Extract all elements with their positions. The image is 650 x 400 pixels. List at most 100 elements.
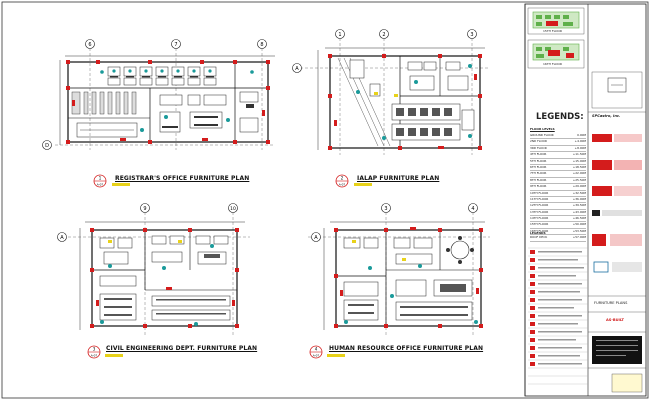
floor-name: 4TH FLOOR xyxy=(530,152,547,157)
floor-elevation: +8.00M xyxy=(574,145,586,150)
floor-level-row: 5TH FLOOR +15.00M xyxy=(530,159,586,165)
floor-elevation: +4.00M xyxy=(574,139,586,144)
floor-elevation: +36.00M xyxy=(572,196,586,201)
svg-text:2: 2 xyxy=(341,176,344,181)
floor-name: 11TH FLOOR xyxy=(530,196,549,201)
svg-text:10: 10 xyxy=(230,206,236,212)
key-plan-15th xyxy=(527,7,585,35)
floor-elevation: +39.50M xyxy=(572,203,586,208)
floor-elevation: 0.00M xyxy=(577,133,586,137)
legends-heading: LEGENDS: xyxy=(536,112,584,122)
key-plan-label-15th: 15TH FLOOR xyxy=(543,29,562,33)
grid-bubble-9: 9 xyxy=(140,203,150,213)
floor-elevation: +15.00M xyxy=(572,158,586,163)
grid-bubble-4: 4 xyxy=(468,203,478,213)
floor-elevation: +43.00M xyxy=(572,209,586,214)
grid-bubble-A: A xyxy=(311,232,321,242)
floor-level-row: 14TH FLOOR +46.50M xyxy=(530,216,586,223)
plan-ialap: 1 2 3 A xyxy=(292,29,490,155)
plan-title-registrars-office: REGISTRAR'S OFFICE FURNITURE PLAN xyxy=(115,175,250,182)
grid-bubble-A: A xyxy=(292,63,302,73)
floor-name: 13TH FLOOR xyxy=(530,209,549,214)
floor-level-row: 8TH FLOOR +25.50M xyxy=(530,177,586,185)
floor-level-row: 10TH FLOOR +32.50M xyxy=(530,191,586,197)
key-plan-16th xyxy=(527,39,585,69)
grid-bubble-1: 1 xyxy=(335,29,345,39)
floor-level-row: 2ND FLOOR +4.00M xyxy=(530,139,586,146)
floor-elevation: +53.50M xyxy=(572,228,586,233)
svg-text:D: D xyxy=(45,143,49,149)
svg-text:7: 7 xyxy=(174,42,177,48)
floor-level-row: 9TH FLOOR +29.00M xyxy=(530,184,586,191)
plan-human-resource: 3 4 A xyxy=(308,203,490,335)
floor-elevation: +25.50M xyxy=(572,177,586,182)
floor-level-row: 13TH FLOOR +43.00M xyxy=(530,209,586,217)
grid-bubble-8: 8 xyxy=(257,39,267,49)
grid-bubble-D: D xyxy=(42,140,52,150)
floor-elevation: +11.50M xyxy=(572,152,586,157)
key-plan-label-16th: 16TH FLOOR xyxy=(543,62,562,66)
svg-text:A-07: A-07 xyxy=(91,354,98,358)
grid-bubble-7: 7 xyxy=(171,39,181,49)
grid-bubble-A: A xyxy=(57,232,67,242)
floor-elevation: +57.00M xyxy=(572,235,586,240)
floor-elevation: +29.00M xyxy=(572,184,586,189)
plan-title-marker-4: 4 A-07 xyxy=(309,345,345,359)
svg-text:3: 3 xyxy=(384,206,387,212)
grid-bubble-3: 3 xyxy=(381,203,391,213)
plan-title-marker-3: 3 A-07 xyxy=(87,345,123,359)
legends-subheading: LEGENDS xyxy=(530,231,546,235)
floor-name: 3RD FLOOR xyxy=(530,145,547,150)
floor-level-row: 15TH FLOOR +50.00M xyxy=(530,222,586,229)
plan-title-civil-engineering: CIVIL ENGINEERING DEPT. FURNITURE PLAN xyxy=(106,345,258,352)
floor-elevation: +46.50M xyxy=(572,216,586,221)
firm-name: SPCastro, Inc. xyxy=(592,114,621,118)
floor-name: 6TH FLOOR xyxy=(530,164,547,169)
svg-text:A: A xyxy=(60,235,64,241)
svg-text:4: 4 xyxy=(471,206,474,212)
grid-bubble-2: 2 xyxy=(379,29,389,39)
svg-text:4: 4 xyxy=(315,347,318,352)
plan-title-ialap: IALAP FURNITURE PLAN xyxy=(357,175,440,182)
floor-name: 8TH FLOOR xyxy=(530,177,547,182)
drawing-status: AS-BUILT xyxy=(606,318,625,322)
floor-level-row: 11TH FLOOR +36.00M xyxy=(530,196,586,204)
floor-elevation: +50.00M xyxy=(572,222,586,227)
floor-level-row: 16TH FLOOR+53.50M xyxy=(530,228,586,236)
floor-name: 10TH FLOOR xyxy=(530,190,549,195)
svg-text:2: 2 xyxy=(382,32,385,38)
plan-civil-engineering: 9 10 A xyxy=(57,203,250,335)
floor-name: 5TH FLOOR xyxy=(530,158,547,163)
grid-bubble-6: 6 xyxy=(85,39,95,49)
drawing-title: FURNITURE PLANS xyxy=(594,301,628,305)
svg-text:9: 9 xyxy=(143,206,146,212)
plan-registrars-office: 6 7 8 D xyxy=(42,39,275,150)
plan-title-marker-2: 2 A-07 xyxy=(335,174,372,188)
floor-name: 9TH FLOOR xyxy=(530,184,547,189)
svg-text:3: 3 xyxy=(470,32,473,38)
svg-text:1: 1 xyxy=(338,32,341,38)
svg-text:A-07: A-07 xyxy=(313,354,320,358)
floor-level-row: 6TH FLOOR+18.50M xyxy=(530,164,586,172)
floor-levels-heading: FLOOR LEVELS xyxy=(530,127,555,131)
floor-name: 12TH FLOOR xyxy=(530,203,549,208)
floor-name: 15TH FLOOR xyxy=(530,222,549,227)
svg-text:A-07: A-07 xyxy=(339,183,346,187)
svg-text:A-07: A-07 xyxy=(97,183,104,187)
floor-elevation: +32.50M xyxy=(572,190,586,195)
floor-elevation: +22.00M xyxy=(572,171,586,176)
plan-title-marker-1: 1 A-07 xyxy=(93,174,130,188)
svg-text:A: A xyxy=(295,66,299,72)
floor-name: GROUND FLOOR xyxy=(530,133,554,137)
floor-name: 2ND FLOOR xyxy=(530,139,547,144)
floor-name: 14TH FLOOR xyxy=(530,216,549,221)
floor-level-row: GROUND FLOOR 0.00M xyxy=(530,133,586,140)
floor-name: 7TH FLOOR xyxy=(530,171,547,176)
title-block xyxy=(524,3,647,397)
floor-level-row: 3RD FLOOR +8.00M xyxy=(530,145,586,153)
svg-text:6: 6 xyxy=(88,42,91,48)
grid-bubble-10: 10 xyxy=(228,203,238,213)
